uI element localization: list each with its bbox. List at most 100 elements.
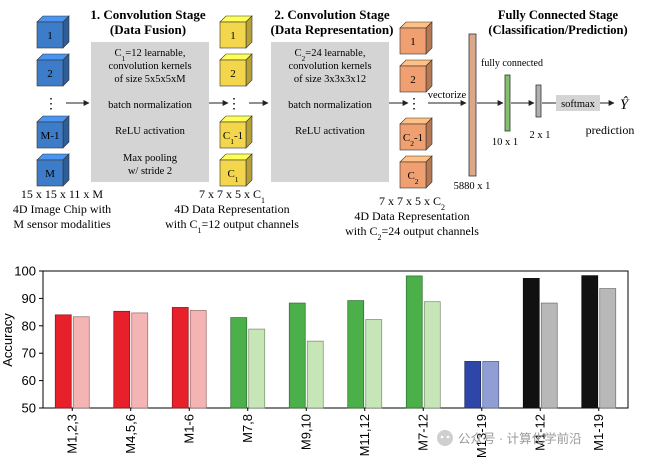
rep1-cube-4: C1 xyxy=(219,153,253,187)
bar-M4,5,6-series2 xyxy=(131,312,149,409)
x-tick-label-M9,10: M9,10 xyxy=(298,414,313,450)
x-tick-label-M7-12: M7-12 xyxy=(415,414,430,451)
stage1-kernels-line3: of size 5x5x5xM xyxy=(114,74,186,85)
stage2-kernels-line3: of size 3x3x3x12 xyxy=(294,74,366,85)
input-cube-3-label: M-1 xyxy=(41,130,60,142)
wechat-icon-eye-left xyxy=(440,435,444,439)
stage1-relu: ReLU activation xyxy=(115,126,185,137)
stage1-kernels-line2: convolution kernels xyxy=(108,61,191,72)
vector-bar xyxy=(468,33,477,177)
y-hat-output: Ŷ xyxy=(620,96,630,113)
bar-M9,10-series2 xyxy=(306,340,324,409)
rep1-cube-3-label: C1-1 xyxy=(223,130,243,146)
rep2-cube-1-label: 1 xyxy=(410,36,416,48)
bar-M13-19-series1 xyxy=(464,361,482,409)
rep1-cube-4-front xyxy=(219,159,247,187)
rep2-cube-3-side xyxy=(425,117,433,151)
input-dots: ⋮ xyxy=(44,97,58,112)
input-cube-stack: 1 2M-1M xyxy=(36,15,70,187)
bar-M7,8-series1 xyxy=(230,317,248,409)
watermark: 公众号 · 计算化学前沿 xyxy=(437,430,582,446)
rep1-cube-3-side xyxy=(245,115,253,149)
x-tick-label-M13-19: M13-19 xyxy=(474,414,489,458)
bar-M7,8-series2 xyxy=(248,328,266,409)
stage2-box xyxy=(271,42,389,182)
rep2-cube-2: 2 xyxy=(399,59,433,93)
rep2-cube-1: 1 xyxy=(399,21,433,55)
stage2-subtitle: (Data Representation) xyxy=(271,22,394,37)
stage1-title: 1. Convolution Stage xyxy=(90,7,205,22)
y-tick-label-70: 70 xyxy=(22,346,36,361)
input-cube-1-side xyxy=(62,15,70,49)
rep2-caption-channels: with C2=24 output channels xyxy=(345,224,479,242)
input-cube-4-front xyxy=(36,159,64,187)
input-caption-size: 15 x 15 x 11 x M xyxy=(21,187,104,201)
stage2-kernels-line1: C2=24 learnable, xyxy=(295,48,366,63)
stage2-relu: ReLU activation xyxy=(295,126,365,137)
wechat-icon xyxy=(437,430,453,446)
rep1-caption-size: 7 x 7 x 5 x C1 xyxy=(199,187,265,205)
y-tick-label-80: 80 xyxy=(22,318,36,333)
y-tick-label-50: 50 xyxy=(22,401,36,416)
rep2-cube-4: C2 xyxy=(399,155,433,189)
rep2-cube-stack: 1 2C2-1C2 xyxy=(399,21,433,189)
softmax-label: softmax xyxy=(561,99,596,110)
fc-dim-10-label: 10 x 1 xyxy=(492,137,518,148)
rep2-caption-size: 7 x 7 x 5 x C2 xyxy=(379,194,445,212)
bar-M7-12-series2 xyxy=(423,301,441,409)
bar-M1-6-series2 xyxy=(189,310,207,409)
x-tick-label-M7,8: M7,8 xyxy=(240,414,255,443)
input-cube-1: 1 xyxy=(36,15,70,49)
rep1-cube-1-front xyxy=(219,21,247,49)
fc-dim-2-label: 2 x 1 xyxy=(530,130,551,141)
stage2-title: 2. Convolution Stage xyxy=(274,7,389,22)
bar-M11,12-series1 xyxy=(347,300,365,409)
y-axis-label: Accuracy xyxy=(0,313,15,367)
x-tick-label-M1-6: M1-6 xyxy=(181,414,196,444)
rep1-cube-3: C1-1 xyxy=(219,115,253,149)
x-tick-label-M1-19: M1-19 xyxy=(591,414,606,451)
rep1-cube-2-label: 2 xyxy=(230,68,236,80)
rep2-cube-1-side xyxy=(425,21,433,55)
bar-M13-19-series2 xyxy=(482,361,500,409)
input-caption-modalities: M sensor modalities xyxy=(13,217,111,231)
rep2-cube-3-front xyxy=(399,123,427,151)
rep2-cube-4-label: C2 xyxy=(407,170,418,186)
wechat-icon-eye-right xyxy=(446,435,450,439)
rep2-cube-4-side xyxy=(425,155,433,189)
bar-M11,12-series2 xyxy=(365,319,383,409)
rep1-caption-desc: 4D Data Representation xyxy=(174,202,289,216)
rep2-cube-2-label: 2 xyxy=(410,74,416,86)
x-tick-label-M1-12: M1-12 xyxy=(532,414,547,451)
input-cube-2-side xyxy=(62,53,70,87)
rep2-cube-4-front xyxy=(399,161,427,189)
input-cube-4-side xyxy=(62,153,70,187)
rep1-cube-1-side xyxy=(245,15,253,49)
rep1-cube-2-side xyxy=(245,53,253,87)
rep2-caption-desc: 4D Data Representation xyxy=(354,209,469,223)
rep2-cube-3-label: C2-1 xyxy=(403,132,423,148)
stage1-batch-norm: batch normalization xyxy=(108,100,192,111)
bar-M1,2,3-series2 xyxy=(72,316,90,409)
bar-M1-19-series1 xyxy=(581,275,599,409)
rep1-cube-2-front xyxy=(219,59,247,87)
watermark-text: 公众号 · 计算化学前沿 xyxy=(458,431,582,446)
fc-bar-10 xyxy=(504,74,511,132)
input-cube-3-front xyxy=(36,121,64,149)
rep1-cube-4-label: C1 xyxy=(227,168,238,184)
input-cube-4: M xyxy=(36,153,70,187)
bar-M1,2,3-series1 xyxy=(54,314,72,409)
input-cube-2: 2 xyxy=(36,53,70,87)
rep1-cube-1-label: 1 xyxy=(230,30,236,42)
input-cube-2-front xyxy=(36,59,64,87)
rep2-cube-1-front xyxy=(399,27,427,55)
x-tick-label-M1,2,3: M1,2,3 xyxy=(64,414,79,454)
stage2-batch-norm: batch normalization xyxy=(288,100,372,111)
rep1-caption-channels: with C1=12 output channels xyxy=(165,217,299,235)
rep1-cube-stack: 1 2C1-1C1 xyxy=(219,15,253,187)
bar-M1-12-series2 xyxy=(540,302,558,409)
